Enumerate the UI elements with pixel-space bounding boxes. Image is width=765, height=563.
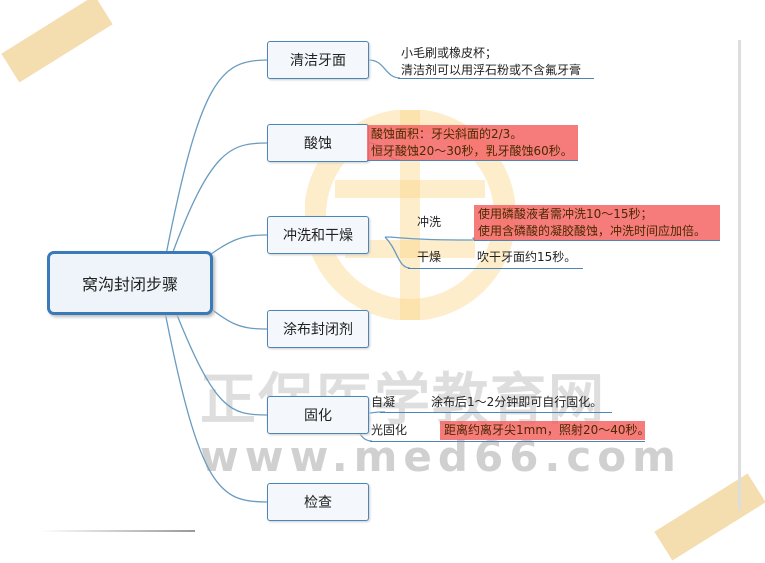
self-cure-label: 自凝 [371,395,396,409]
light-cure-label: 光固化 [371,423,408,437]
rinse-label: 冲洗 [417,215,442,229]
note-line: 使用含磷酸的凝胶酸蚀，冲洗时间应加倍。 [478,224,707,238]
node-clean-teeth[interactable]: 清洁牙面 [267,41,369,79]
underline [367,160,578,161]
underline [370,441,645,442]
node-apply-sealant[interactable]: 涂布封闭剂 [267,310,369,348]
underline [474,240,720,241]
page-edge-shadow [738,40,741,510]
note-line: 酸蚀面积：牙尖斜面的2/3。 [371,127,523,141]
node-check[interactable]: 检查 [267,483,369,521]
bottom-shadow [40,530,195,532]
root-node[interactable]: 窝沟封闭步骤 [47,251,213,315]
note-line: 恒牙酸蚀20～30秒，乳牙酸蚀60秒。 [371,144,573,158]
node-rinse-dry[interactable]: 冲洗和干燥 [267,216,369,254]
note-line: 清洁剂可以用浮石粉或不含氟牙膏 [401,63,582,77]
note-dry: 吹干牙面约15秒。 [477,250,577,264]
underline [408,268,583,269]
watermark-url: www.med66.com [200,432,682,481]
node-acid-etch[interactable]: 酸蚀 [267,124,369,162]
node-cure[interactable]: 固化 [267,396,369,434]
note-clean: 小毛刷或橡皮杯； 清洁剂可以用浮石粉或不含氟牙膏 [401,45,581,79]
note-line: 使用磷酸液者需冲洗10～15秒； [478,207,653,221]
underline [398,78,594,79]
underline [380,412,612,413]
note-etch: 酸蚀面积：牙尖斜面的2/3。 恒牙酸蚀20～30秒，乳牙酸蚀60秒。 [367,125,578,161]
note-rinse: 使用磷酸液者需冲洗10～15秒； 使用含磷酸的凝胶酸蚀，冲洗时间应加倍。 [474,205,720,241]
note-line: 小毛刷或橡皮杯； [401,46,498,60]
dry-label: 干燥 [417,250,442,264]
note-light-cure: 距离约离牙尖1mm，照射20～40秒。 [440,421,650,440]
note-self-cure: 涂布后1～2分钟即可自行固化。 [431,395,603,409]
